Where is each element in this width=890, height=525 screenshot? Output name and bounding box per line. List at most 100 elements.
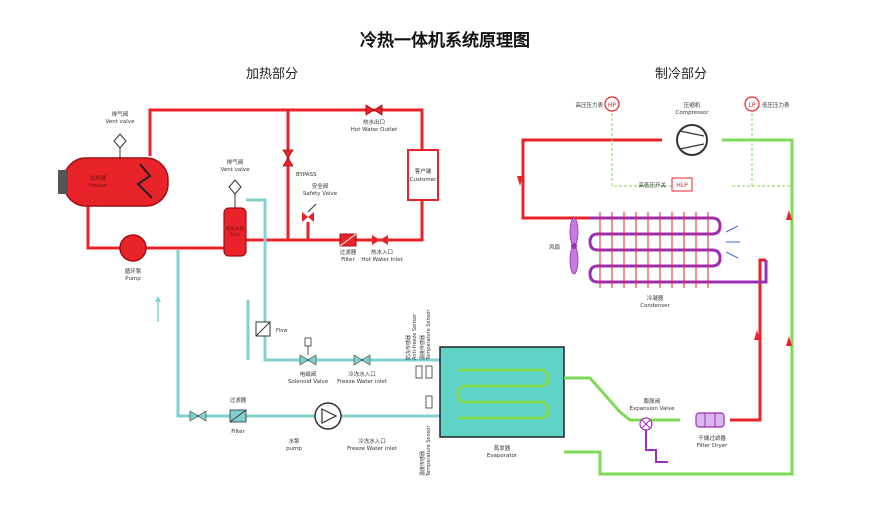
vent-valve-1: 排气阀 Vent valve — [106, 110, 136, 158]
suction-line — [564, 138, 794, 476]
hot-water-outlet-en: Hot Water Outlet — [351, 127, 398, 133]
heater-tank: 加热器 Heater — [58, 157, 169, 207]
compressor-en: Compressor — [676, 110, 710, 116]
vent-valve-2-cn: 排气阀 — [227, 158, 244, 166]
lp-symbol: LP — [749, 102, 756, 109]
compressor: 压缩机 Compressor — [676, 101, 710, 156]
flow-switch-en: Flow — [276, 328, 287, 334]
expansion-valve-cn: 膨胀阀 — [644, 397, 661, 405]
safety-valve-en: Safety Valve — [303, 191, 338, 197]
diagram-title: 冷热一体机系统原理图 — [360, 30, 530, 51]
heater-vessel — [63, 157, 169, 207]
hp-gauge-cn: 高压压力表 — [575, 101, 603, 109]
chilled-return-valve — [189, 410, 207, 422]
heating-loop — [86, 108, 424, 250]
evaporator-coil — [456, 368, 550, 420]
pump-suction-pipe — [86, 205, 120, 250]
tank-label-cn: 膨胀水箱 — [226, 225, 244, 232]
vent-valve-2-icon — [228, 179, 242, 195]
vent-valve-1-cn: 排气阀 — [112, 110, 129, 118]
solenoid-valve-cn: 电磁阀 — [300, 370, 317, 378]
customer-cn: 客户端 — [415, 167, 432, 175]
expansion-valve: 膨胀阀 Expansion Valve — [630, 397, 676, 463]
heater-end-cap — [58, 170, 68, 194]
arrow-up-icon-2 — [786, 210, 792, 220]
hot-water-inlet-cn: 热水入口 — [371, 248, 393, 256]
evaporator-en: Evaporator — [487, 453, 518, 459]
freeze-water-inlet-2-en: Freeze Water inlet — [347, 446, 398, 452]
liquid-line — [730, 258, 766, 422]
evaporator-body — [439, 346, 565, 438]
heating-filter-en: Filter — [341, 257, 355, 263]
freeze-water-inlet-valve-1: 冷冻水入口 Freeze Water inlet — [337, 354, 388, 385]
evaporator: 蒸发器 Evaporator — [439, 346, 565, 459]
expansion-tank: 膨胀水箱 Tank 排气阀 Vent valve — [221, 158, 251, 257]
compressor-cn: 压缩机 — [684, 101, 701, 109]
heating-filter: 过滤器 Filter — [339, 233, 357, 263]
safety-valve-cn: 安全阀 — [312, 182, 329, 190]
chilled-pump-cn: 水泵 — [288, 437, 300, 445]
condenser-fins — [599, 212, 709, 288]
fan: 风扇 — [549, 217, 579, 275]
heating-pump-cn: 循环泵 — [125, 267, 142, 275]
chilled-supply-pipe — [246, 198, 440, 362]
bypass-valve: BYPASS — [282, 149, 317, 178]
chilled-filter-cn: 过滤器 — [230, 396, 247, 404]
heater-label-en: Heater — [89, 183, 108, 189]
heater-label-cn: 加热器 — [90, 174, 107, 182]
freeze-water-inlet-1-en: Freeze Water inlet — [337, 379, 388, 385]
hot-water-outlet-pipe — [148, 108, 424, 156]
pressure-sensing-lines — [611, 108, 792, 187]
arrow-up-icon — [754, 330, 760, 340]
vent-valve-2-en: Vent valve — [221, 167, 251, 173]
hot-water-outlet-valve: 热水出口 Hot Water Outlet — [351, 104, 398, 133]
filter-dryer-cn: 干燥过滤器 — [698, 434, 726, 442]
tank-label-en: Tank — [229, 232, 241, 238]
evaporator-cn: 蒸发器 — [494, 444, 511, 452]
temp-sensor-bottom-cn: 温度传感器 — [419, 451, 426, 476]
hlp-switch: HLP 高低压开关 — [638, 177, 693, 192]
filter-dryer-en: Filter Dryer — [697, 443, 729, 449]
chilled-pump: 水泵 pump — [286, 402, 342, 452]
heater-element-icon — [136, 163, 153, 199]
customer-box: 客户端 Customer — [407, 149, 439, 201]
heating-pump: 循环泵 Pump — [119, 234, 147, 282]
hot-water-inlet-valve: 热水入口 Hot Water Inlet — [361, 235, 404, 263]
cooling-section-title: 制冷部分 — [655, 67, 707, 82]
pump-icon — [119, 234, 147, 262]
hlp-symbol: HLP — [676, 182, 688, 189]
condenser-en: Condenser — [640, 303, 670, 309]
vent-valve-icon — [113, 133, 127, 149]
condenser-cn: 冷凝器 — [647, 294, 664, 302]
sensor-group: 防冻传感器 Anti-freeze Sensor 温度传感器 Temperatu… — [405, 309, 433, 477]
freeze-water-inlet-2-cn: 冷冻水入口 — [358, 437, 386, 445]
fan-blade-icon — [569, 217, 579, 247]
airflow-icon — [725, 225, 740, 259]
hp-gauge: HP 高压压力表 — [575, 96, 620, 112]
filter-dryer: 干燥过滤器 Filter Dryer — [695, 412, 729, 449]
freeze-water-inlet-1-cn: 冷冻水入口 — [348, 370, 376, 378]
condenser: 冷凝器 Condenser — [588, 212, 768, 309]
temp-sensor-top-en: Temperature Sensor — [426, 309, 432, 361]
anti-freeze-sensor-icon — [415, 365, 423, 379]
hot-water-outlet-cn: 热水出口 — [363, 118, 385, 126]
fan-cn: 风扇 — [549, 243, 560, 251]
compressor-icon — [676, 124, 708, 156]
heating-pump-en: Pump — [125, 276, 141, 282]
temp-sensor-top-cn: 温度传感器 — [419, 335, 426, 360]
solenoid-valve: 电磁阀 Solenoid Valve — [288, 337, 329, 385]
anti-freeze-sensor-cn: 防冻传感器 — [405, 335, 412, 360]
flow-switch: Flow — [255, 321, 287, 337]
hot-water-inlet-en: Hot Water Inlet — [361, 257, 403, 263]
hot-water-return-pipe — [234, 200, 424, 242]
filter-dryer-icon — [695, 412, 725, 428]
chilled-water-loop — [176, 198, 440, 418]
expansion-valve-en: Expansion Valve — [630, 406, 676, 412]
temp-sensor-bottom-en: Temperature Sensor — [426, 425, 432, 477]
temp-sensor-bottom-icon — [425, 395, 433, 409]
arrow-up-icon-3 — [786, 336, 792, 346]
vent-valve-1-en: Vent valve — [106, 119, 136, 125]
expansion-tank-vessel — [223, 207, 247, 257]
chilled-filter-en: Filter — [231, 429, 245, 435]
